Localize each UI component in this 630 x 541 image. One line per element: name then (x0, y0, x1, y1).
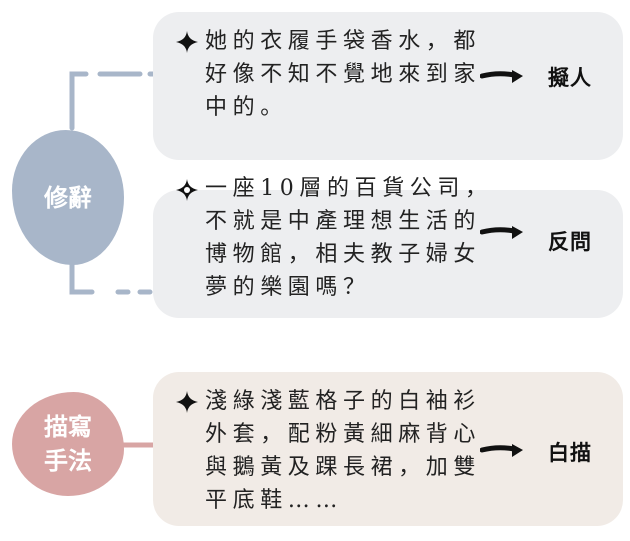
category-label: 修辭 (44, 182, 92, 212)
example-line: 博物館，相夫教子婦女 (205, 242, 482, 267)
arrow-right-icon (480, 70, 523, 83)
connector-top-vertical (69, 71, 89, 131)
connector-bottom-vertical (69, 261, 95, 295)
example-line: 一座10層的百貨公司， (205, 176, 493, 201)
category-rhetoric: 修辭 (12, 130, 124, 265)
technique-label: 白描 (548, 441, 592, 465)
example-box-plain-description: 淺綠淺藍格子的白袖衫 外套，配粉黃細麻背心 與鵝黃及踝長裙，加雙 平底鞋…… 白… (153, 372, 623, 526)
example-line: 與鵝黃及踝長裙，加雙 (205, 455, 482, 480)
example-line: 不就是中產理想生活的 (205, 209, 482, 234)
filled-star-icon (176, 31, 198, 53)
example-line: 淺綠淺藍格子的白袖衫 (205, 389, 482, 414)
technique-label: 反問 (548, 230, 592, 254)
example-line: 外套，配粉黃細麻背心 (205, 422, 482, 447)
example-line: 她的衣履手袋香水，都 (205, 29, 482, 54)
example-line: 夢的樂園嗎？ (205, 275, 371, 300)
arrow-right-icon (480, 444, 523, 457)
outlined-star-icon (176, 179, 198, 201)
example-line: 中的。 (205, 95, 288, 120)
example-box-personification: 她的衣履手袋香水，都 好像不知不覺地來到家 中的。 擬人 (153, 12, 623, 160)
example-box-rhetorical-question: 一座10層的百貨公司， 不就是中產理想生活的 博物館，相夫教子婦女 夢的樂園嗎？… (153, 176, 623, 318)
example-line: 好像不知不覺地來到家 (205, 62, 482, 87)
category-label-line: 手法 (44, 446, 92, 475)
category-label-line: 描寫 (44, 412, 92, 441)
category-description-technique: 描寫手法 (12, 392, 124, 496)
technique-label: 擬人 (548, 66, 592, 90)
arrow-right-icon (480, 226, 523, 239)
example-line: 平底鞋…… (205, 488, 344, 513)
filled-star-icon (176, 391, 198, 413)
